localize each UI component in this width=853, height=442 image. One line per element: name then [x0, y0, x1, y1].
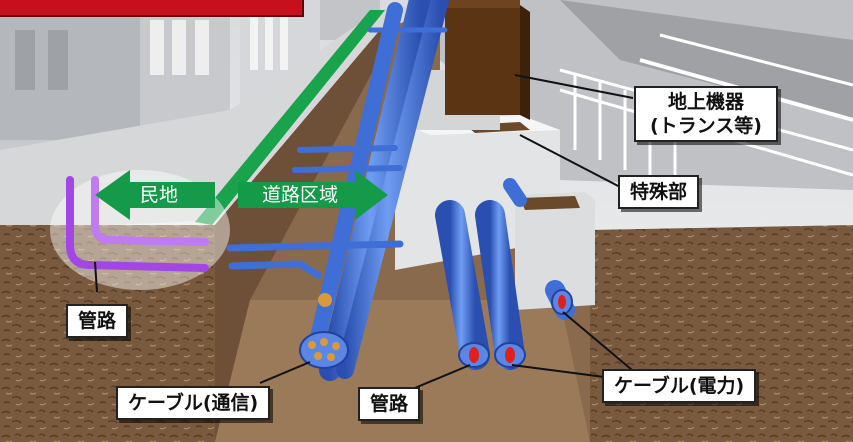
power-cable-label: ケーブル(電力): [602, 369, 757, 403]
title-banner: [0, 0, 304, 17]
special-section-callout: 特殊部: [618, 175, 700, 209]
private-land-arrow: [95, 170, 215, 220]
pipe-label-left: 管路: [66, 304, 129, 338]
leader-lines: [94, 74, 634, 391]
private-land-label: 民地: [140, 184, 179, 206]
telecom-cable-label: ケーブル(通信): [116, 386, 271, 420]
ground-equipment-callout: 地上機器 (トランス等): [634, 86, 778, 142]
building-left: [0, 0, 380, 150]
transformer-box: [445, 0, 530, 120]
road-area-arrow: [238, 170, 388, 220]
ground-equipment-label: 地上機器: [667, 91, 744, 113]
pipe-label-center: 管路: [358, 387, 421, 421]
road-area-label: 道路区域: [262, 184, 339, 206]
pipe-ends: [299, 289, 573, 369]
road-boundary-line: [195, 10, 385, 225]
ground-equipment-sub-label: (トランス等): [650, 115, 762, 137]
